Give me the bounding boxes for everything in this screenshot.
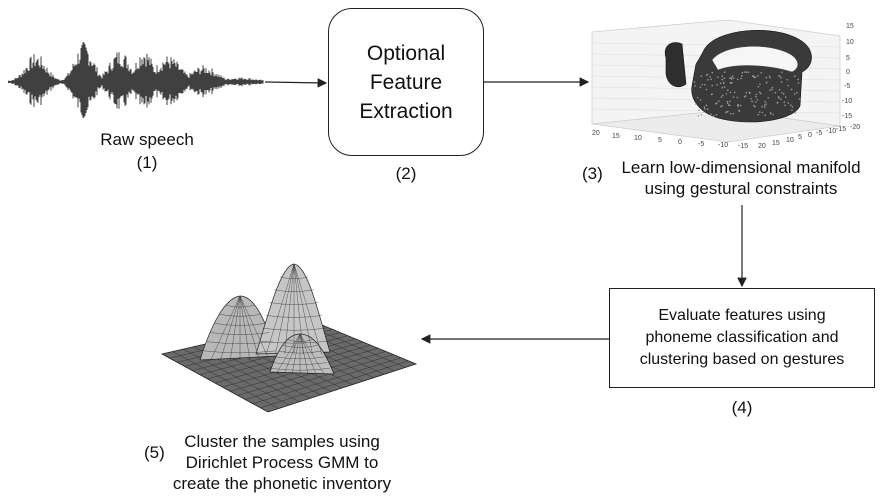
evaluate-line-3: clustering based on gestures (639, 351, 845, 368)
y-tick: 0 (808, 132, 812, 139)
x-tick: 15 (612, 133, 620, 140)
y-tick: 15 (772, 140, 780, 147)
y-tick: 20 (758, 143, 766, 150)
gmm-peaks (199, 263, 335, 375)
z-tick: 5 (846, 55, 850, 62)
y-tick: 10 (786, 137, 794, 144)
y-tick: -15 (836, 126, 846, 133)
z-tick: -15 (842, 113, 852, 120)
gmm-surface-plot (160, 263, 418, 413)
manifold-label-line-1: Learn low-dimensional manifold (621, 158, 861, 177)
x-tick: 0 (678, 139, 682, 146)
step-5-number: (5) (144, 443, 165, 462)
step-3-number: (3) (582, 164, 603, 183)
gmm-label-line-1: Cluster the samples using (184, 432, 380, 451)
y-tick: 5 (798, 134, 802, 141)
x-tick: 10 (634, 135, 642, 142)
x-tick: 5 (658, 137, 662, 144)
x-tick: -5 (698, 141, 704, 148)
z-tick: 15 (846, 23, 854, 30)
manifold-label-line-2: using gestural constraints (644, 179, 838, 198)
feature-extraction-line-3: Extraction (359, 99, 453, 123)
z-tick: -5 (844, 83, 850, 90)
gmm-label-line-2: Dirichlet Process GMM to (185, 453, 379, 472)
y-tick: -20 (850, 124, 860, 131)
x-tick: -10 (718, 142, 728, 149)
y-tick: -5 (816, 130, 822, 137)
z-tick: 0 (846, 69, 850, 76)
x-tick: -15 (738, 143, 748, 150)
feature-extraction-box: Optional Feature Extraction (328, 8, 484, 156)
step-1-number: (1) (136, 153, 158, 172)
raw-speech-waveform (8, 41, 264, 119)
feature-extraction-line-2: Feature (369, 70, 443, 94)
gmm-label-line-3: create the phonetic inventory (172, 474, 392, 493)
manifold-3d-plot: 15 10 5 0 -5 -10 -15 20 15 10 5 0 -5 -10… (591, 19, 860, 150)
step-4-number: (4) (731, 398, 753, 417)
evaluate-features-box: Evaluate features using phoneme classifi… (609, 288, 875, 388)
z-tick: 10 (846, 39, 854, 46)
step-2-number: (2) (395, 164, 417, 183)
feature-extraction-line-1: Optional (366, 41, 446, 65)
z-tick: -10 (842, 98, 852, 105)
evaluate-line-1: Evaluate features using (658, 307, 826, 324)
raw-speech-label: Raw speech (100, 130, 194, 149)
arrow-1-to-2 (264, 78, 328, 88)
manifold-band (664, 30, 812, 123)
x-tick: 20 (592, 130, 600, 137)
y-tick: -10 (826, 128, 836, 135)
evaluate-line-2: phoneme classification and (645, 329, 839, 346)
